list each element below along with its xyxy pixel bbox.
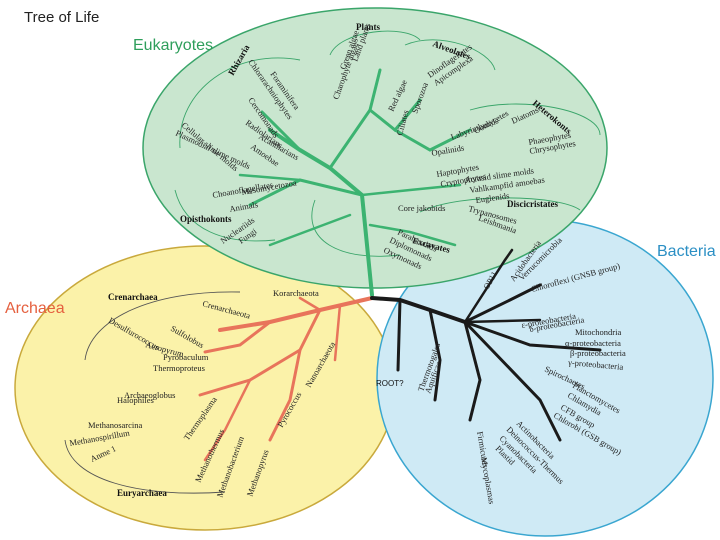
eukaryote-branches <box>238 68 472 297</box>
eukaryote-region <box>142 7 608 289</box>
leaf-label-eukaryote-29: Animals <box>229 199 259 214</box>
leaf-label-archaea-1: Korarchaeota <box>273 288 319 298</box>
leaf-label-archaea-5: Pyrobaculum <box>163 352 209 362</box>
leaf-label-archaea-7: Archaeoglobus <box>124 390 175 400</box>
leaf-label-eukaryote-26: Euglenids <box>475 190 510 205</box>
bacteria-branches <box>370 248 602 442</box>
archaea-group-brackets <box>64 291 241 494</box>
leaf-label-bacteria-8: β-proteobacteria <box>570 348 626 358</box>
root-label: ROOT? <box>376 379 404 388</box>
archaea-branches <box>198 296 374 462</box>
group-label-archaea-0: Crenarchaea <box>108 292 158 302</box>
eukaryotes-label: Eukaryotes <box>133 37 213 54</box>
leaf-label-eukaryote-32: Core jakobids <box>398 203 445 213</box>
archaea-label: Archaea <box>5 300 65 317</box>
leaf-label-archaea-8: Halophiles <box>117 395 154 405</box>
bacteria-label: Bacteria <box>657 243 716 260</box>
group-label-archaea-1: Euryarchaea <box>117 488 167 498</box>
leaf-label-bacteria-9: γ-proteobacteria <box>567 357 624 372</box>
archaea-region <box>14 245 396 531</box>
group-label-eukaryote-4: Opisthokonts <box>180 214 232 224</box>
leaf-label-archaea-6: Thermoproteus <box>153 363 205 373</box>
leaf-label-bacteria-7: α-proteobacteria <box>565 338 621 348</box>
eukaryote-group-brackets <box>174 30 601 257</box>
group-label-eukaryote-1: Plants <box>356 22 381 32</box>
leaf-label-archaea-10: Methanosarcina <box>88 420 143 430</box>
group-label-eukaryote-5: Discicristates <box>507 199 558 209</box>
page-title: Tree of Life <box>24 9 99 26</box>
leaf-label-bacteria-6: Mitochondria <box>575 327 621 337</box>
